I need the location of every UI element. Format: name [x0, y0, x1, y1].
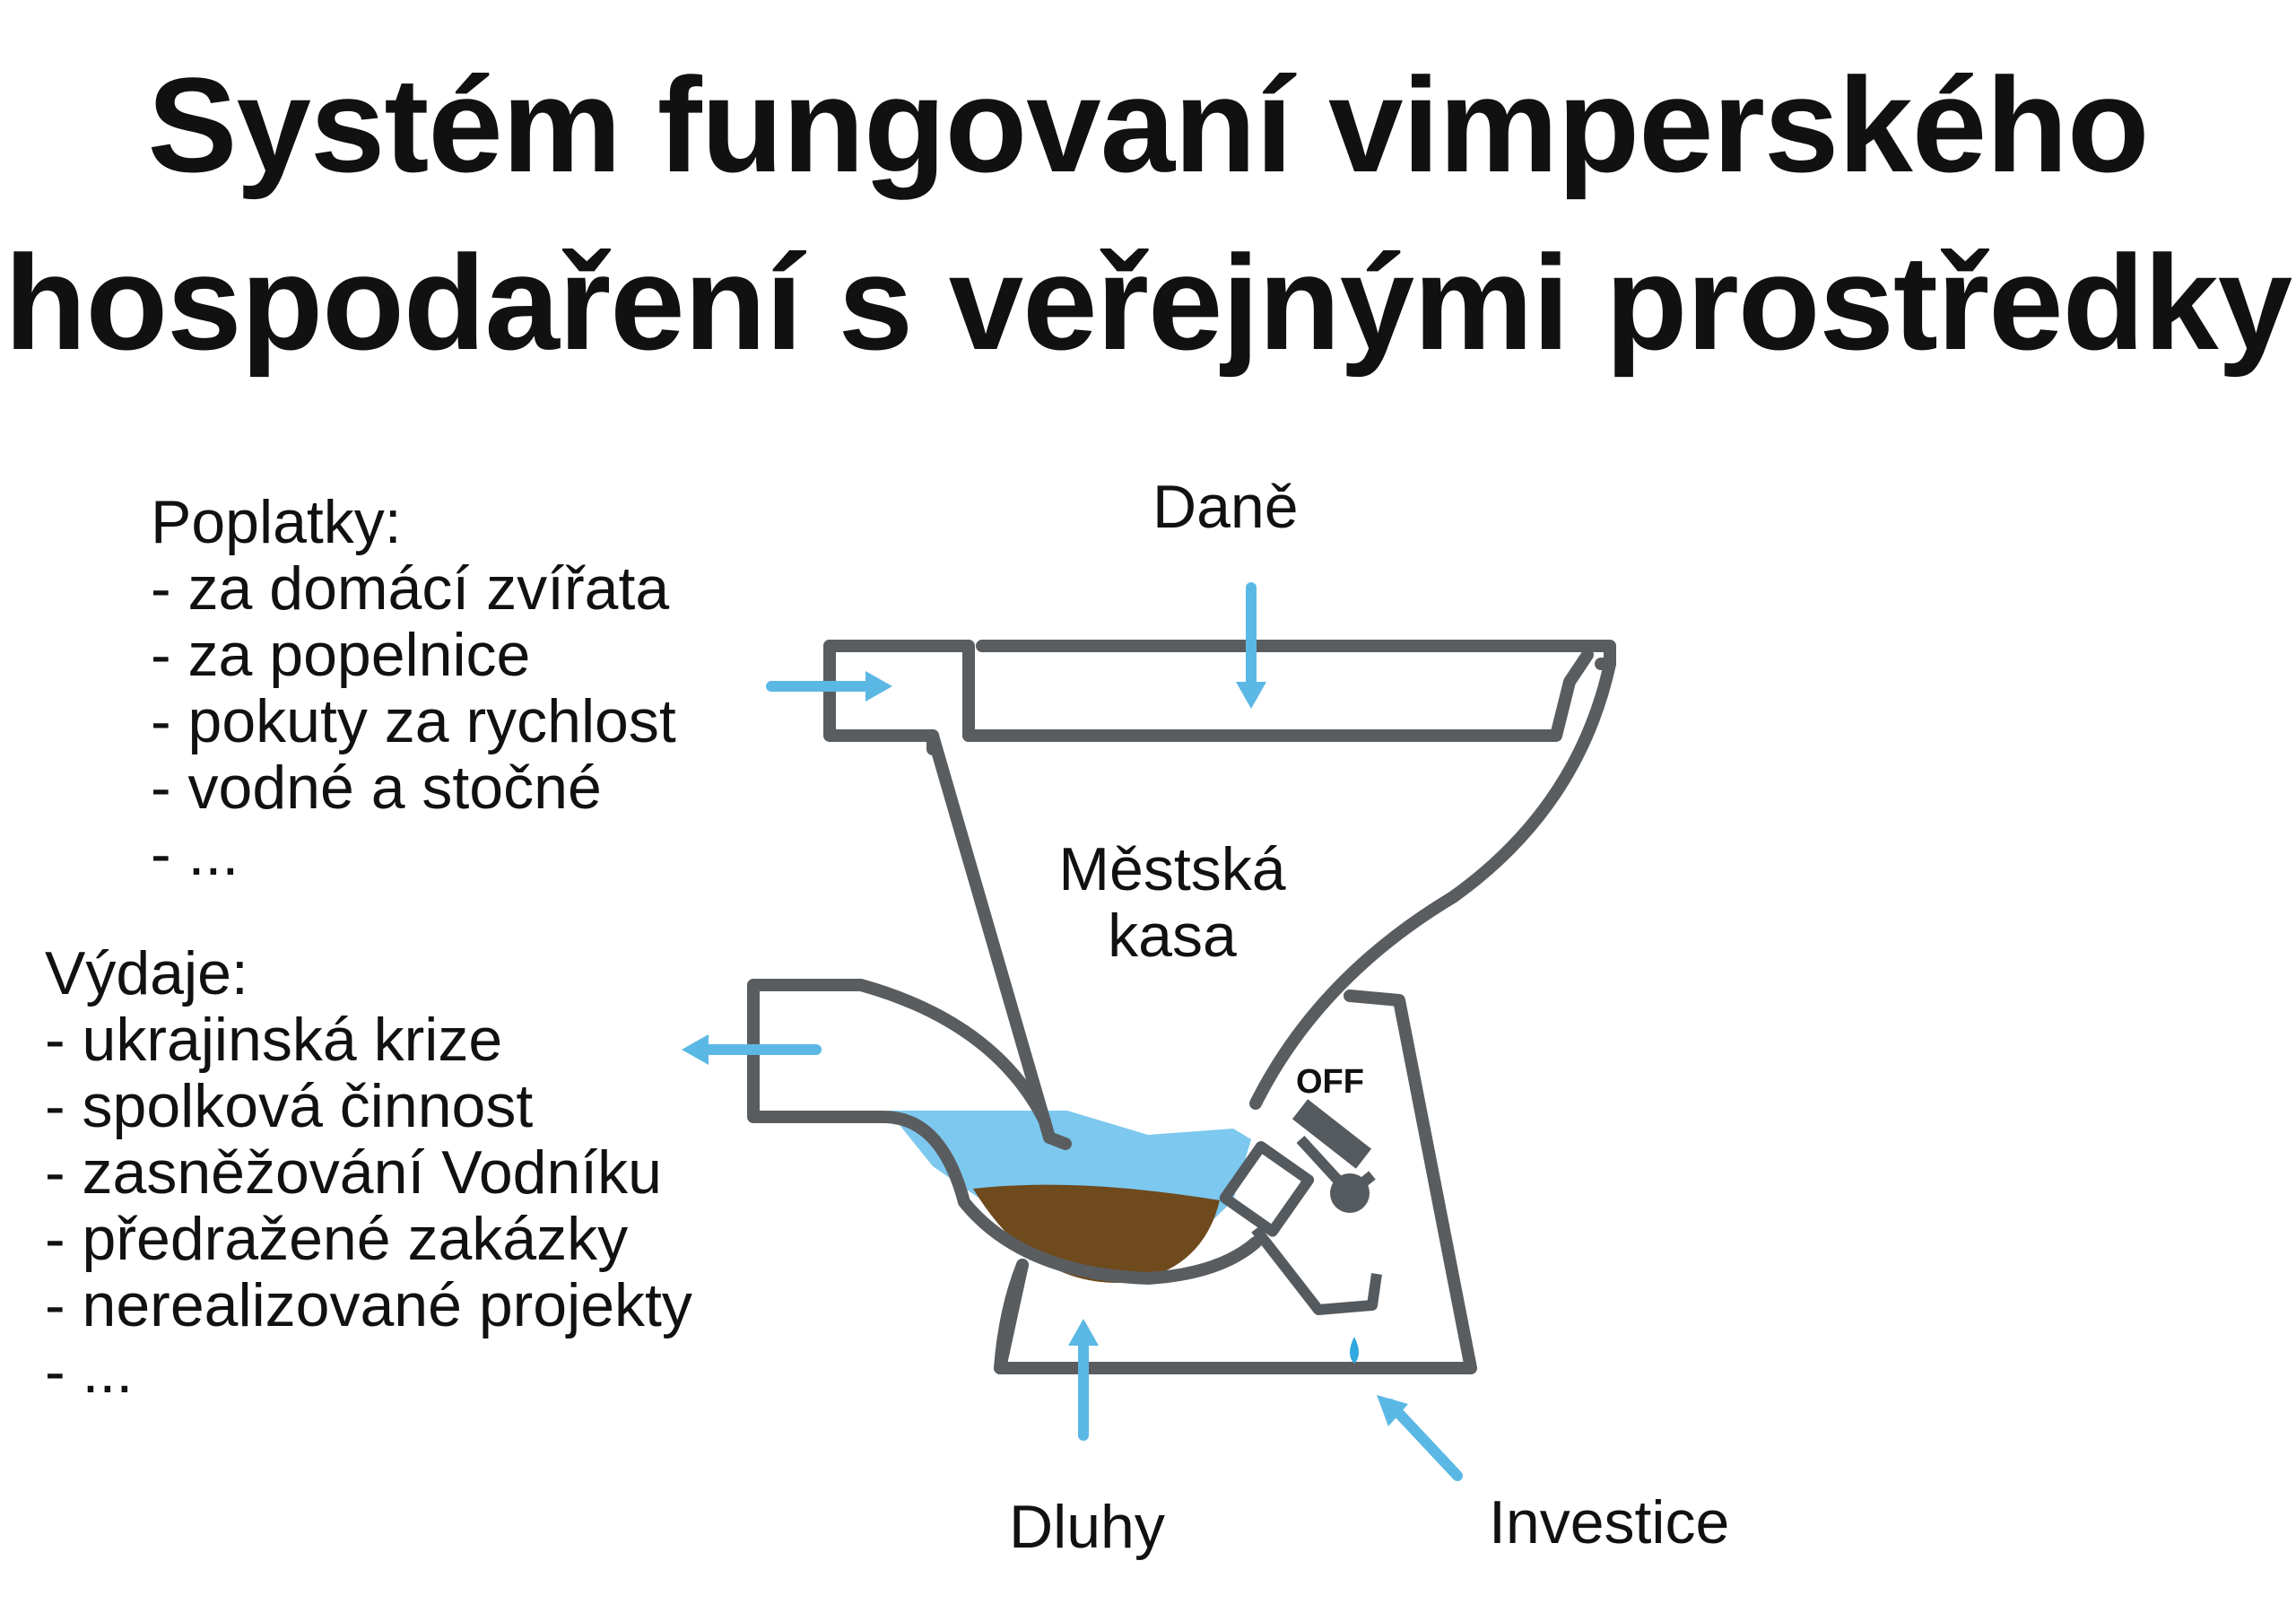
expenses-item: - zasněžování Vodníku	[45, 1138, 663, 1207]
valve-body	[1219, 1140, 1315, 1237]
valve-lever	[1292, 1099, 1372, 1169]
valve-handle	[1292, 1099, 1372, 1213]
fees-item: - za popelnice	[151, 621, 531, 689]
sludge	[973, 1184, 1220, 1284]
page-title: Systém fungovaní vimperského hospodaření…	[0, 36, 2296, 391]
expenses-list: Výdaje: - ukrajinská krize - spolková či…	[45, 940, 692, 1405]
expenses-item: - spolková činnost	[45, 1072, 534, 1140]
expenses-item: - nerealizované projekty	[45, 1271, 692, 1339]
investments-label: Investice	[1489, 1488, 1730, 1556]
title-line-1: Systém fungovaní vimperského	[147, 49, 2149, 200]
base-left-inner	[994, 1259, 1029, 1374]
arrowhead-taxes	[1236, 682, 1266, 709]
debts-label: Dluhy	[1009, 1493, 1165, 1561]
expenses-item: - předražené zakázky	[45, 1205, 629, 1273]
arrowhead-expenses	[682, 1034, 709, 1065]
treasury-label: Městská kasa	[1042, 836, 1302, 969]
arrowhead-fees	[865, 671, 892, 702]
fees-item: - pokuty za rychlost	[151, 687, 676, 755]
expenses-item: - ukrajinská krize	[45, 1006, 503, 1074]
rim-bottom	[962, 649, 1594, 742]
expenses-item: - ...	[45, 1338, 134, 1406]
arrow-investments-icon	[1385, 1399, 1463, 1481]
outlet-pipe	[747, 979, 1262, 1285]
fees-item: - ...	[151, 820, 239, 888]
outer-wall-right	[1249, 658, 1616, 1110]
inner-channel	[926, 729, 1072, 1150]
water-drop-icon	[1350, 1337, 1359, 1364]
fees-heading: Poplatky:	[151, 488, 402, 556]
valve-state-label: OFF	[1296, 1063, 1364, 1101]
valve-knob	[1330, 1173, 1370, 1213]
arrowhead-investments	[1377, 1395, 1408, 1426]
rim-top	[823, 640, 975, 742]
fees-list: Poplatky: - za domácí zvířata - za popel…	[151, 489, 676, 887]
treasury-label-line-2: kasa	[1108, 902, 1237, 970]
fees-item: - za domácí zvířata	[151, 554, 670, 623]
taxes-label: Daně	[1152, 473, 1299, 541]
arrowhead-debts	[1068, 1319, 1099, 1346]
title-line-2: hospodaření s veřejnými prostředky	[4, 227, 2292, 378]
treasury-label-line-1: Městská	[1058, 835, 1286, 903]
expenses-heading: Výdaje:	[45, 939, 248, 1007]
fees-item: - vodné a stočné	[151, 754, 602, 822]
